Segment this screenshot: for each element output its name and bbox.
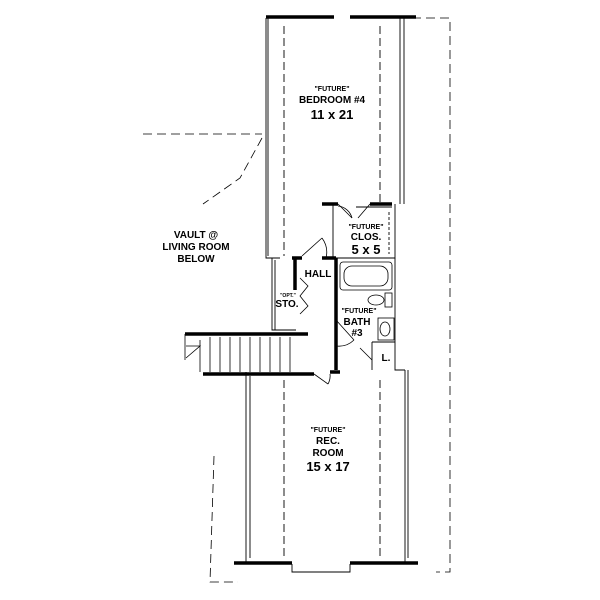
storage-label: STO. <box>275 299 298 310</box>
closet-prefix: "FUTURE" <box>348 224 383 231</box>
bath-name: BATH <box>343 317 370 328</box>
doors <box>299 203 373 385</box>
toilet-icon <box>367 294 385 306</box>
storage-prefix: "OPT." <box>280 293 296 299</box>
thin-walls <box>245 18 409 573</box>
room-labels: "FUTURE" BEDROOM #4 11 x 21 "FUTURE" CLO… <box>162 86 390 474</box>
sink-icon <box>379 321 391 337</box>
vanity <box>377 317 395 341</box>
bedroom-name: BEDROOM #4 <box>299 95 366 106</box>
dashed-outlines <box>143 17 451 583</box>
rec-name2: ROOM <box>312 448 343 459</box>
bedroom-size: 11 x 21 <box>311 107 354 122</box>
thick-walls <box>185 15 418 565</box>
vault-line1: VAULT @ <box>174 230 219 241</box>
rec-prefix: "FUTURE" <box>310 427 345 434</box>
hall-label: HALL <box>305 269 332 280</box>
rec-name1: REC. <box>316 436 340 447</box>
vault-line2: LIVING ROOM <box>162 242 229 253</box>
bathtub <box>339 261 393 291</box>
bath-prefix: "FUTURE" <box>341 308 376 315</box>
closet-size: 5 x 5 <box>352 242 381 257</box>
vault-line3: BELOW <box>177 254 215 265</box>
bath-fixtures <box>339 261 395 341</box>
stairs <box>184 334 291 372</box>
linen-label: L. <box>382 353 391 364</box>
rec-size: 15 x 17 <box>306 459 349 474</box>
bath-number: #3 <box>351 328 363 339</box>
closet-name: CLOS. <box>351 232 382 243</box>
bedroom-prefix: "FUTURE" <box>314 86 349 93</box>
toilet-tank <box>384 292 393 308</box>
